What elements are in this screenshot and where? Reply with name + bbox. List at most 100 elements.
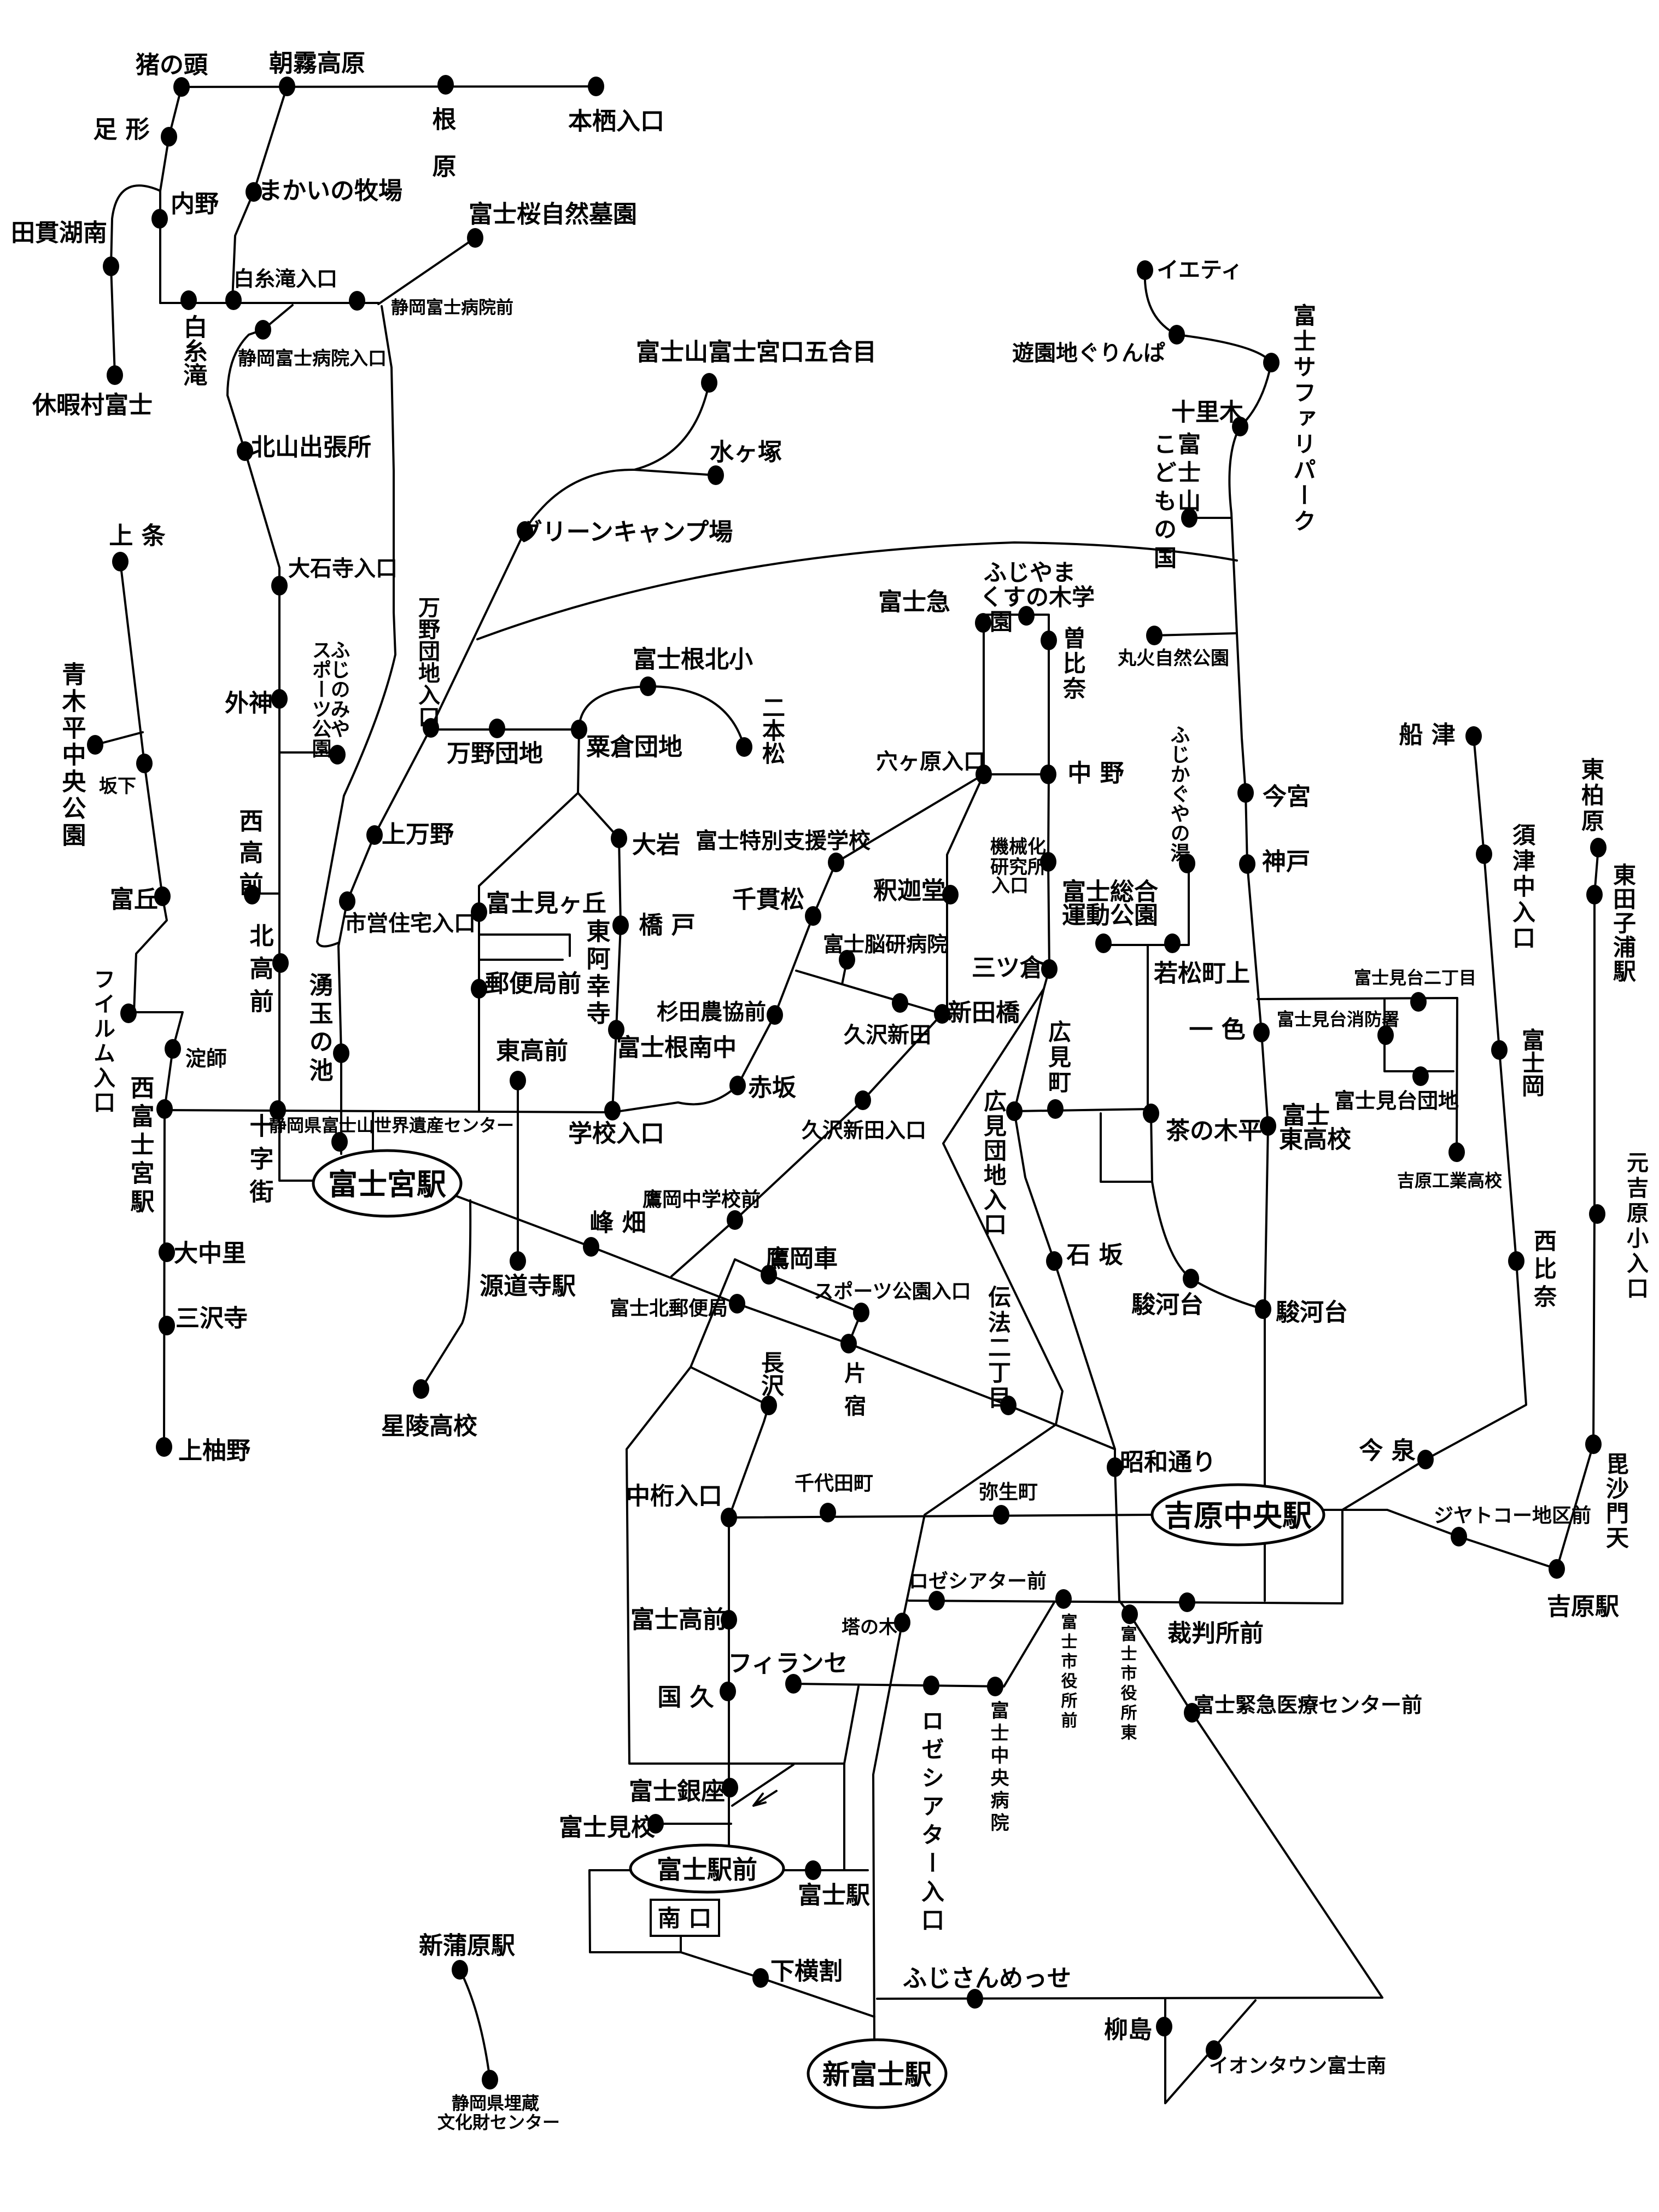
stop-label: 富士緊急医療センター前 <box>1194 1693 1422 1717</box>
bus-stop: 三ツ倉 <box>972 954 1058 982</box>
stop-label: 三ツ倉 <box>972 954 1044 982</box>
stop-marker <box>467 228 483 248</box>
south-exit-frame <box>650 1899 720 1937</box>
stop-label: 富士北郵便局 <box>610 1297 728 1320</box>
stop-label: 広見町 <box>1045 1020 1072 1095</box>
stop-label: 上万野 <box>382 821 454 849</box>
bus-stop: 十里木 <box>1171 399 1248 436</box>
stop-marker <box>1410 992 1427 1012</box>
route-line <box>476 541 1238 640</box>
stop-label: 園 <box>990 609 1013 635</box>
stop-label: 中桁入口 <box>626 1483 722 1510</box>
stop-marker <box>161 127 177 147</box>
stop-marker <box>967 1989 983 2009</box>
bus-stop: 若松町上 <box>1154 933 1250 988</box>
stop-label: 毘沙門天 <box>1603 1452 1629 1550</box>
stop-marker <box>1263 353 1280 372</box>
stop-label: 長沢 <box>758 1351 785 1397</box>
stop-marker <box>1107 1457 1123 1477</box>
stop-marker <box>154 886 171 906</box>
stop-label: 伝法二丁目 <box>985 1285 1012 1411</box>
bus-stop: 吉原工業高校 <box>1397 1142 1502 1191</box>
stop-label: ふじさんめっせ <box>903 1965 1071 1993</box>
bus-stop: 一 色 <box>1189 1016 1270 1044</box>
stop-marker <box>329 745 346 764</box>
stop-marker <box>855 1090 871 1110</box>
stop-label: 富士山 <box>1175 432 1201 517</box>
route-line <box>119 561 184 1448</box>
stop-marker <box>1047 1099 1064 1119</box>
bus-stop: フイルム入口 <box>90 968 137 1116</box>
stop-label: 裁判所前 <box>1167 1620 1264 1648</box>
stop-marker <box>1000 1396 1017 1415</box>
stop-marker <box>767 1005 783 1025</box>
bus-stop: 茶の木平 <box>1143 1104 1262 1145</box>
stop-marker <box>853 1303 869 1322</box>
bus-stop: 富士山富士宮口五合目 <box>636 338 877 393</box>
stop-label: 淀師 <box>185 1047 227 1071</box>
bus-stop: まかいの牧場 <box>246 177 402 205</box>
stop-label: 外神 <box>225 690 273 717</box>
stop-label: ふじのみや <box>328 640 351 738</box>
stop-marker <box>1006 1101 1023 1121</box>
bus-stop: 久沢新田入口 <box>802 1090 926 1142</box>
stop-marker <box>112 552 128 571</box>
bus-stop: ロゼシアター入口 <box>918 1676 945 1936</box>
stop-marker <box>729 1076 746 1095</box>
stop-label: 万野団地入口 <box>414 596 440 727</box>
bus-stop: 裁判所前 <box>1167 1592 1264 1648</box>
bus-stop: 富士サファリパーク <box>1263 304 1317 535</box>
stop-label: 市営住宅入口 <box>344 911 476 936</box>
route-line <box>908 1509 1343 1604</box>
stop-label: 久沢新田入口 <box>802 1118 926 1142</box>
stop-marker <box>934 1004 950 1024</box>
bus-stop: 東高前 <box>496 1037 568 1090</box>
bus-stop: 富士市役所前 <box>1055 1589 1078 1731</box>
stop-label: ロゼシアター入口 <box>918 1709 945 1936</box>
stop-marker <box>608 1020 624 1040</box>
route-line <box>159 86 183 304</box>
stop-label: 郵便局前 <box>485 970 581 998</box>
stop-marker <box>270 1100 286 1120</box>
route-line <box>337 727 432 1155</box>
bus-stop: 粟倉団地 <box>571 720 682 761</box>
stop-label: 富士駅 <box>798 1882 870 1910</box>
stop-marker <box>1589 1204 1605 1224</box>
bus-stop: 富士脳研病院 <box>823 932 948 970</box>
bus-stop: 大石寺入口 <box>271 556 398 596</box>
stop-label: 十里木 <box>1171 399 1243 427</box>
stop-marker <box>1169 325 1185 345</box>
bus-stop: 釈迦堂 <box>873 877 959 905</box>
stop-label: 内野 <box>171 190 219 218</box>
stop-label: グリーンキャンプ場 <box>518 518 733 546</box>
bus-stop: 外神 <box>225 689 288 717</box>
bus-stop: 広見団地入口 <box>980 1089 1023 1237</box>
stop-label: 上柚野 <box>178 1437 250 1465</box>
stop-label: 富士岡 <box>1518 1028 1545 1097</box>
stop-marker <box>156 1099 173 1119</box>
stop-marker <box>1590 838 1607 857</box>
station-yoshiwara-chuo: 吉原中央駅 <box>1150 1483 1325 1546</box>
stop-label: ふじやま <box>984 559 1076 586</box>
stop-marker <box>271 689 288 709</box>
bus-stop: 源道寺駅 <box>480 1251 576 1300</box>
stop-label: 朝霧高原 <box>269 50 365 78</box>
route-line <box>455 1195 1116 1450</box>
stop-label: 北山出張所 <box>251 434 371 462</box>
stop-marker <box>1253 1023 1270 1042</box>
stop-marker <box>1183 1269 1199 1288</box>
stop-label: 片宿 <box>840 1362 866 1427</box>
stop-marker <box>942 885 959 904</box>
stop-label: イエティ <box>1156 258 1242 283</box>
stop-marker <box>1549 1559 1565 1579</box>
route-line <box>478 792 579 1112</box>
bus-stop: 柳島 <box>1104 2016 1172 2044</box>
stop-label: 神戸 <box>1262 848 1310 876</box>
route-line <box>163 773 1049 1113</box>
station-fuji-ekimae: 富士駅前 <box>629 1843 785 1894</box>
bus-stop: イエティ <box>1137 258 1243 283</box>
stop-label: 学校入口 <box>568 1120 664 1148</box>
